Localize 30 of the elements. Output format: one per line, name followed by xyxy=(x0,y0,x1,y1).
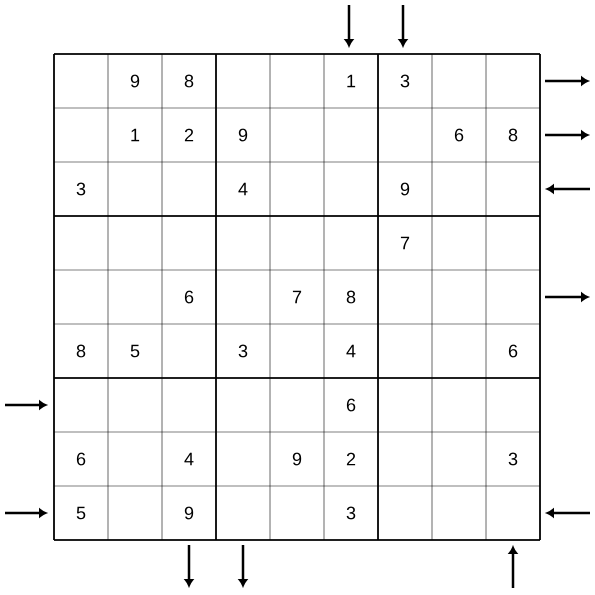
sudoku-digit: 7 xyxy=(292,290,302,304)
sudoku-digit: 6 xyxy=(346,398,356,412)
sudoku-digit: 6 xyxy=(184,290,194,304)
sudoku-digit: 1 xyxy=(131,128,140,142)
sudoku-digit: 2 xyxy=(184,128,194,142)
sudoku-digit: 4 xyxy=(346,344,356,358)
sudoku-digit: 6 xyxy=(454,128,464,142)
sudoku-digit: 3 xyxy=(508,452,518,466)
sudoku-digit: 8 xyxy=(508,128,518,142)
sudoku-digit: 2 xyxy=(346,452,356,466)
sudoku-digit: 8 xyxy=(76,344,86,358)
sudoku-digit: 9 xyxy=(184,506,194,520)
sudoku-digit: 9 xyxy=(400,182,410,196)
sudoku-digit: 9 xyxy=(292,452,302,466)
sudoku-digit: 8 xyxy=(184,74,194,88)
sudoku-digit: 5 xyxy=(130,344,140,358)
sudoku-digit: 3 xyxy=(346,506,356,520)
sudoku-digit: 7 xyxy=(400,236,410,250)
sudoku-digit: 3 xyxy=(76,182,86,196)
sudoku-digit: 4 xyxy=(184,452,194,466)
sudoku-digit: 8 xyxy=(346,290,356,304)
sudoku-digit: 1 xyxy=(347,74,356,88)
sudoku-digit: 4 xyxy=(238,182,248,196)
sudoku-digit: 3 xyxy=(400,74,410,88)
sudoku-digit: 9 xyxy=(238,128,248,142)
sudoku-digit: 9 xyxy=(130,74,140,88)
sudoku-digit: 6 xyxy=(76,452,86,466)
sudoku-digit: 3 xyxy=(238,344,248,358)
sudoku-digit: 5 xyxy=(76,506,86,520)
sudoku-digit: 6 xyxy=(508,344,518,358)
